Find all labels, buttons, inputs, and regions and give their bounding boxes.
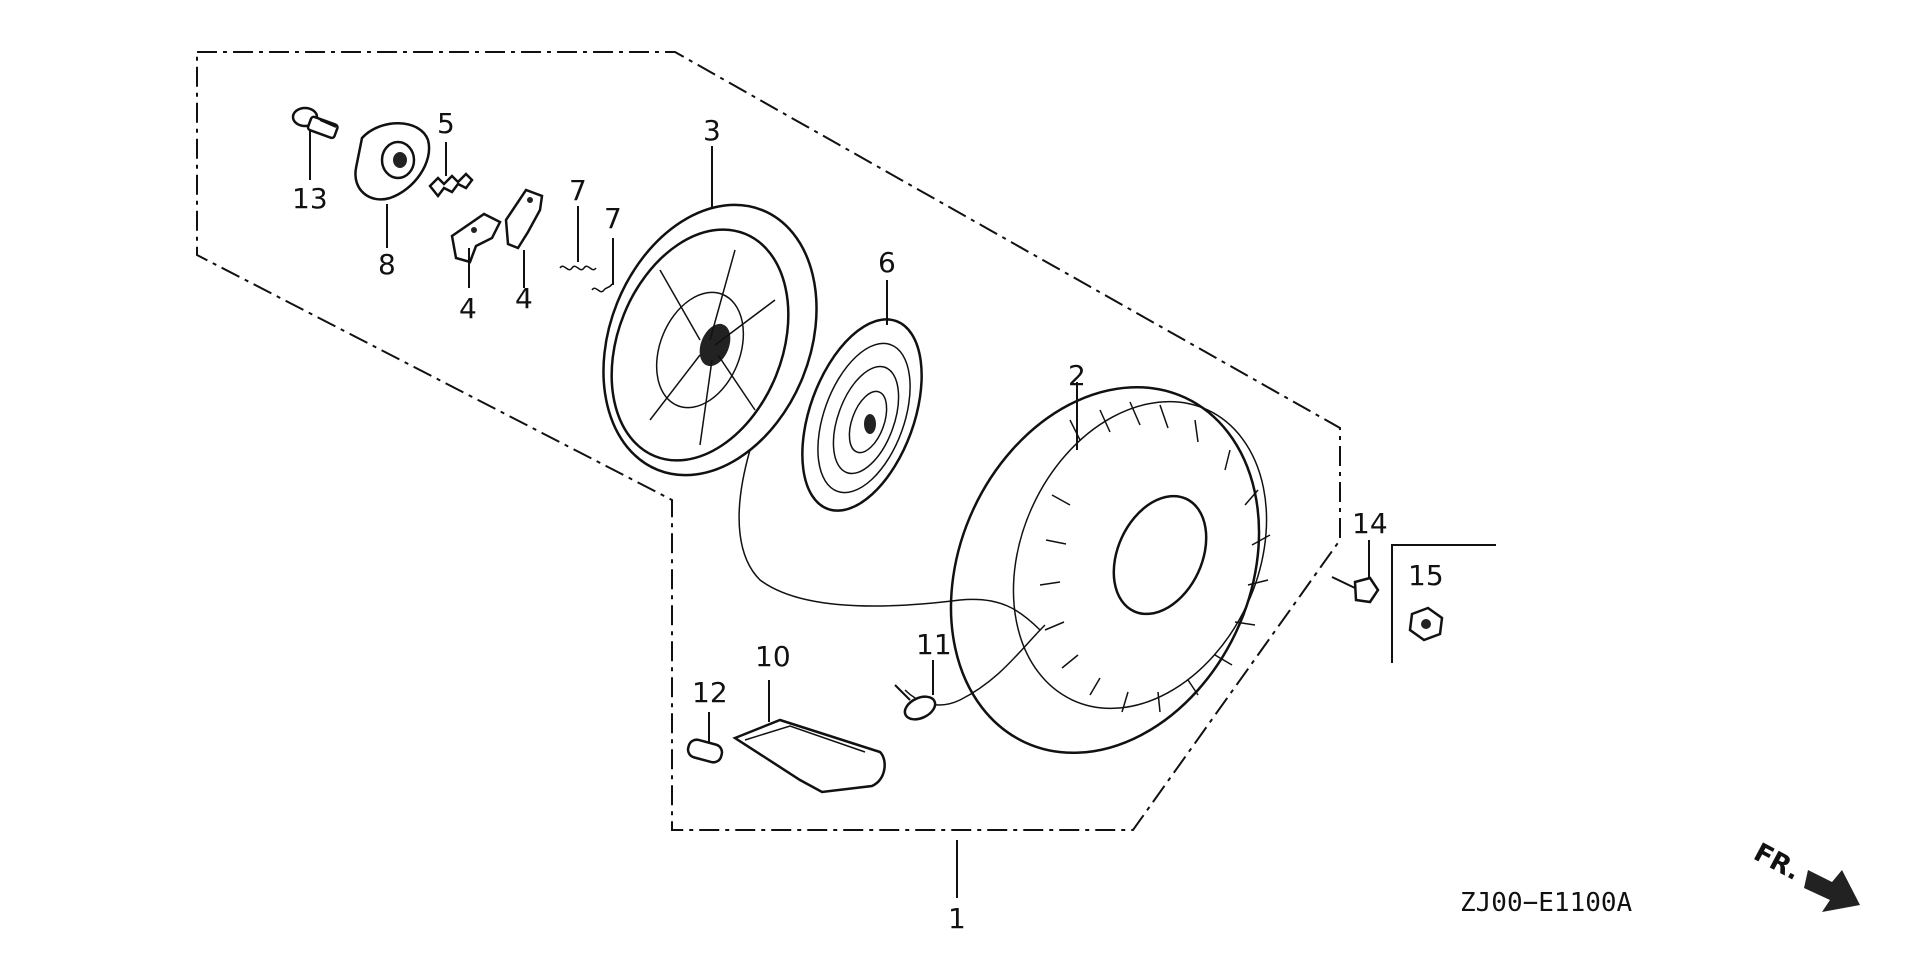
- callouts: 13 8 5 4 4 7 7 3 6 2 14 15 11 10 12 1: [292, 107, 1444, 935]
- bracket-15: [1391, 544, 1496, 663]
- callout-4a: 4: [459, 292, 477, 325]
- part-spring-5: [428, 172, 474, 199]
- part-nut-15: [1408, 606, 1444, 642]
- part-spiral-spring-6: [801, 318, 923, 512]
- callout-12: 12: [692, 676, 728, 709]
- diagram-code: ZJ00−E1100A: [1460, 888, 1633, 918]
- front-label: FR.: [1749, 838, 1806, 887]
- part-knot-11: [894, 684, 937, 721]
- part-pawl-4a: [450, 212, 502, 264]
- callout-4b: 4: [515, 282, 533, 315]
- callout-5: 5: [437, 107, 455, 140]
- callout-7b: 7: [604, 202, 622, 235]
- part-grip-insert-12: [686, 738, 724, 764]
- callout-7a: 7: [569, 174, 587, 207]
- callout-10: 10: [755, 640, 791, 673]
- callout-1: 1: [948, 902, 966, 935]
- callout-15: 15: [1408, 559, 1444, 592]
- callout-6: 6: [878, 246, 896, 279]
- part-starter-case-2: [949, 385, 1271, 755]
- callout-14: 14: [1352, 507, 1388, 540]
- part-spring-7b: [591, 283, 613, 293]
- assembly-boundary: [196, 51, 1341, 831]
- callout-2: 2: [1068, 359, 1086, 392]
- callout-8: 8: [378, 248, 396, 281]
- part-bolt-13: [291, 106, 339, 140]
- part-bolt-14: [1331, 576, 1380, 604]
- part-reel-3: [602, 203, 818, 477]
- leader-lines: [309, 130, 1370, 898]
- front-arrow-icon: [1804, 870, 1860, 912]
- callout-13: 13: [292, 182, 328, 215]
- part-grip-10: [732, 718, 886, 794]
- part-spring-7a: [559, 265, 597, 271]
- part-pawl-4b: [504, 188, 544, 250]
- callout-3: 3: [703, 114, 721, 147]
- callout-11: 11: [916, 628, 952, 661]
- part-ratchet-plate-8: [354, 122, 431, 201]
- front-direction-indicator: FR.: [1749, 838, 1860, 912]
